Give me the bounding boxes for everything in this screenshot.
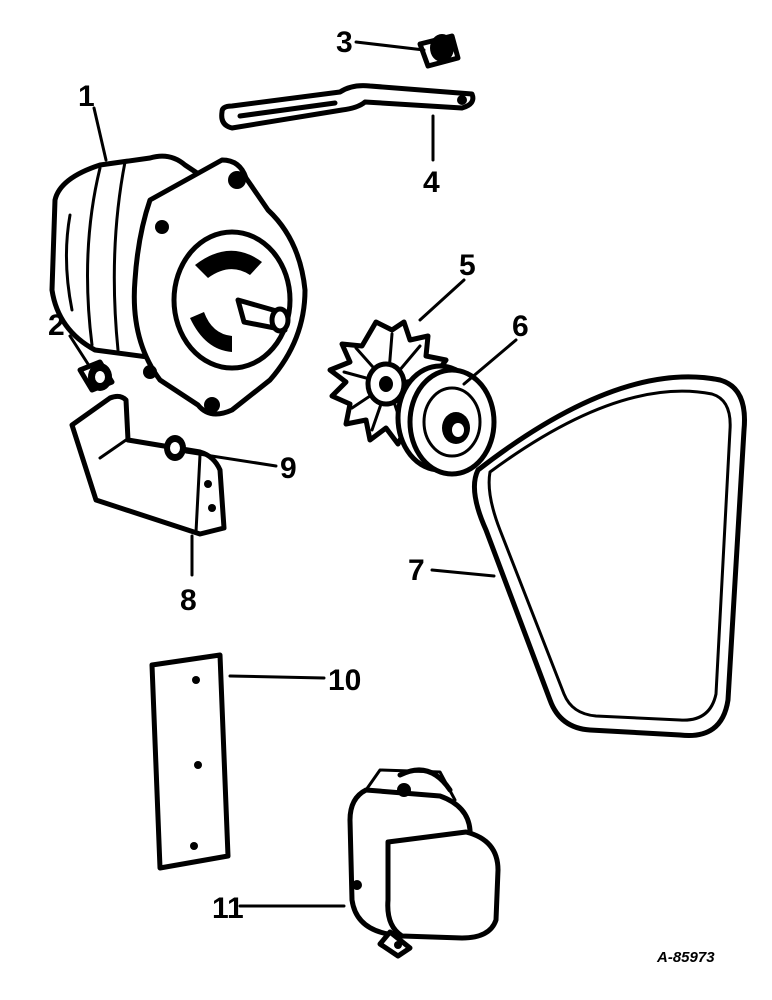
callout-8: 8 (180, 584, 197, 617)
bushing-part (417, 33, 461, 69)
alternator-part (49, 153, 308, 417)
callout-7: 7 (408, 554, 425, 587)
spacer-part (77, 359, 115, 393)
callout-1: 1 (78, 80, 95, 113)
leader-lines (68, 40, 518, 908)
v-belt-part (471, 374, 747, 739)
callout-4: 4 (423, 166, 440, 199)
adjusting-brace-part (219, 83, 476, 131)
callout-10: 10 (328, 664, 361, 697)
callout-3: 3 (336, 26, 353, 59)
callout-9: 9 (280, 452, 297, 485)
callout-5: 5 (459, 249, 476, 282)
spacer-9-part (164, 435, 186, 461)
voltage-regulator-part (347, 767, 501, 959)
callout-2: 2 (48, 309, 65, 342)
pulley-part (395, 363, 497, 477)
callout-6: 6 (512, 310, 529, 343)
mounting-bracket-part (69, 393, 227, 537)
plate-part (149, 652, 231, 871)
reference-code: A-85973 (656, 949, 715, 966)
callout-11: 11 (212, 892, 244, 925)
